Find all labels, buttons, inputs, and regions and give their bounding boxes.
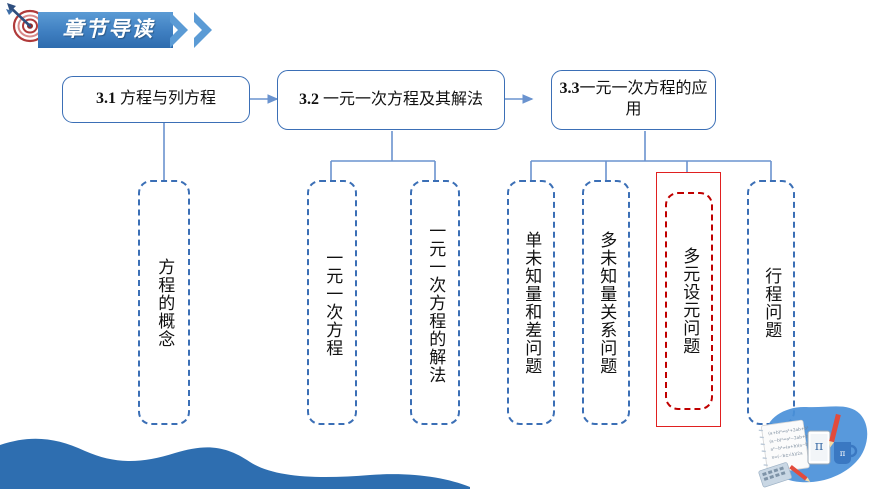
page-title: 章节导读 xyxy=(62,18,155,41)
banner-ribbon-shape xyxy=(38,12,173,48)
node-section-3-1[interactable]: 3.1 方程与列方程 xyxy=(62,76,250,123)
leaf-3-label: 一元一次方程的解法 xyxy=(426,221,446,384)
node-3-3-text: 3.3一元一次方程的应用 xyxy=(559,80,708,118)
node-3-2-text: 3.2 一元一次方程及其解法 xyxy=(298,90,483,108)
svg-text:a²−b²=(a+b)(a−b): a²−b²=(a+b)(a−b) xyxy=(770,441,810,451)
node-section-3-2[interactable]: 3.2 一元一次方程及其解法 xyxy=(277,70,505,130)
dart-target-icon xyxy=(6,3,48,43)
header-banner: 章节导读 xyxy=(0,0,250,56)
node-3-1-text: 3.1 方程与列方程 xyxy=(95,90,216,108)
node-section-3-3[interactable]: 3.3一元一次方程的应用 xyxy=(551,70,716,130)
svg-text:π: π xyxy=(815,439,824,454)
leaf-5-label: 多未知量关系问题 xyxy=(597,230,617,375)
svg-text:(a−b)²=a²−2ab+b²: (a−b)²=a²−2ab+b² xyxy=(769,433,810,444)
node-leaf-linear-equation[interactable]: 一元一次方程 xyxy=(307,180,357,425)
leaf-6-label: 多元设元问题 xyxy=(680,247,700,355)
node-leaf-multivariable-setup-problem[interactable]: 多元设元问题 xyxy=(665,192,713,410)
node-leaf-equation-concept[interactable]: 方程的概念 xyxy=(138,180,190,425)
svg-text:(a+b)²=a²+2ab+b²: (a+b)²=a²+2ab+b² xyxy=(768,425,809,436)
bottom-wave-decoration xyxy=(0,438,470,489)
leaf-4-label: 单未知量和差问题 xyxy=(522,230,542,375)
node-leaf-multi-unknown-relation-problem[interactable]: 多未知量关系问题 xyxy=(582,180,630,425)
leaf-2-label: 一元一次方程 xyxy=(323,248,343,357)
math-supplies-illustration: (a+b)²=a²+2ab+b² (a−b)²=a²−2ab+b² a²−b²=… xyxy=(758,406,868,488)
node-leaf-travel-problem[interactable]: 行程问题 xyxy=(747,180,795,425)
leaf-1-label: 方程的概念 xyxy=(155,257,175,348)
chevron-right-icon xyxy=(194,12,212,48)
node-leaf-single-unknown-problem[interactable]: 单未知量和差问题 xyxy=(507,180,555,425)
node-leaf-linear-equation-solution[interactable]: 一元一次方程的解法 xyxy=(410,180,460,425)
leaf-7-label: 行程问题 xyxy=(762,266,782,339)
svg-text:π: π xyxy=(840,449,846,459)
svg-text:x=(−b±√Δ)/2a: x=(−b±√Δ)/2a xyxy=(771,450,803,459)
chevron-right-icon xyxy=(170,12,188,48)
